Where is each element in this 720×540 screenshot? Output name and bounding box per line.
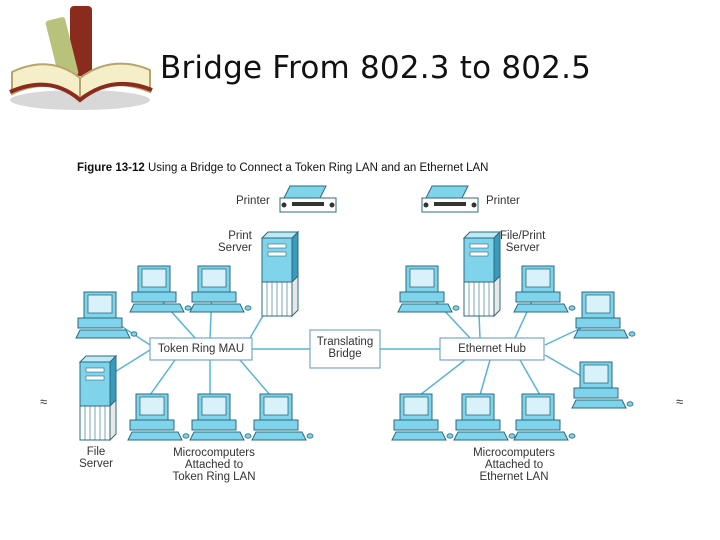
translating-bridge-label: Translating Bridge xyxy=(316,336,374,360)
token-ring-pc-icon xyxy=(251,393,314,441)
ethernet-pc-icon xyxy=(571,361,634,409)
ethernet-pc-icon xyxy=(453,393,516,441)
break-mark-right: ≈ xyxy=(676,394,684,409)
token-ring-mau-label: Token Ring MAU xyxy=(157,343,245,355)
printer-left-icon xyxy=(279,185,337,213)
printer-right-label: Printer xyxy=(486,195,520,207)
ethernet-pc-icon xyxy=(397,265,460,313)
ethernet-pc-icon xyxy=(391,393,454,441)
file-server-label: File Server xyxy=(79,446,113,470)
printer-left-label: Printer xyxy=(236,195,270,207)
ethernet-hub-label: Ethernet Hub xyxy=(458,343,526,355)
slide-title: Bridge From 802.3 to 802.5 xyxy=(160,50,592,86)
token-ring-pc-icon xyxy=(129,265,192,313)
ethernet-hub-box xyxy=(439,337,545,361)
translating-bridge-box xyxy=(309,329,381,369)
token-ring-pc-icon xyxy=(127,393,190,441)
caption-number: Figure 13-12 xyxy=(77,162,145,174)
caption-text: Using a Bridge to Connect a Token Ring L… xyxy=(147,162,489,174)
file-print-server-icon xyxy=(463,231,501,317)
figure-caption: Figure 13-12 Using a Bridge to Connect a… xyxy=(77,162,488,174)
microcomputers-token-ring-label: Microcomputers Attached to Token Ring LA… xyxy=(172,447,256,483)
book-logo-icon xyxy=(9,6,153,110)
ethernet-pc-icon xyxy=(513,265,576,313)
token-ring-pc-icon xyxy=(189,265,252,313)
file-server-icon xyxy=(79,355,117,441)
ethernet-pc-icon xyxy=(573,291,636,339)
printer-right-icon xyxy=(421,185,479,213)
microcomputers-ethernet-label: Microcomputers Attached to Ethernet LAN xyxy=(473,447,555,483)
token-ring-mau-box xyxy=(149,337,253,361)
print-server-icon xyxy=(261,231,299,317)
print-server-label: Print Server xyxy=(218,230,252,254)
break-mark-left: ≈ xyxy=(40,394,48,409)
token-ring-pc-icon xyxy=(189,393,252,441)
ethernet-pc-icon xyxy=(513,393,576,441)
file-print-server-label: File/Print Server xyxy=(500,230,546,254)
